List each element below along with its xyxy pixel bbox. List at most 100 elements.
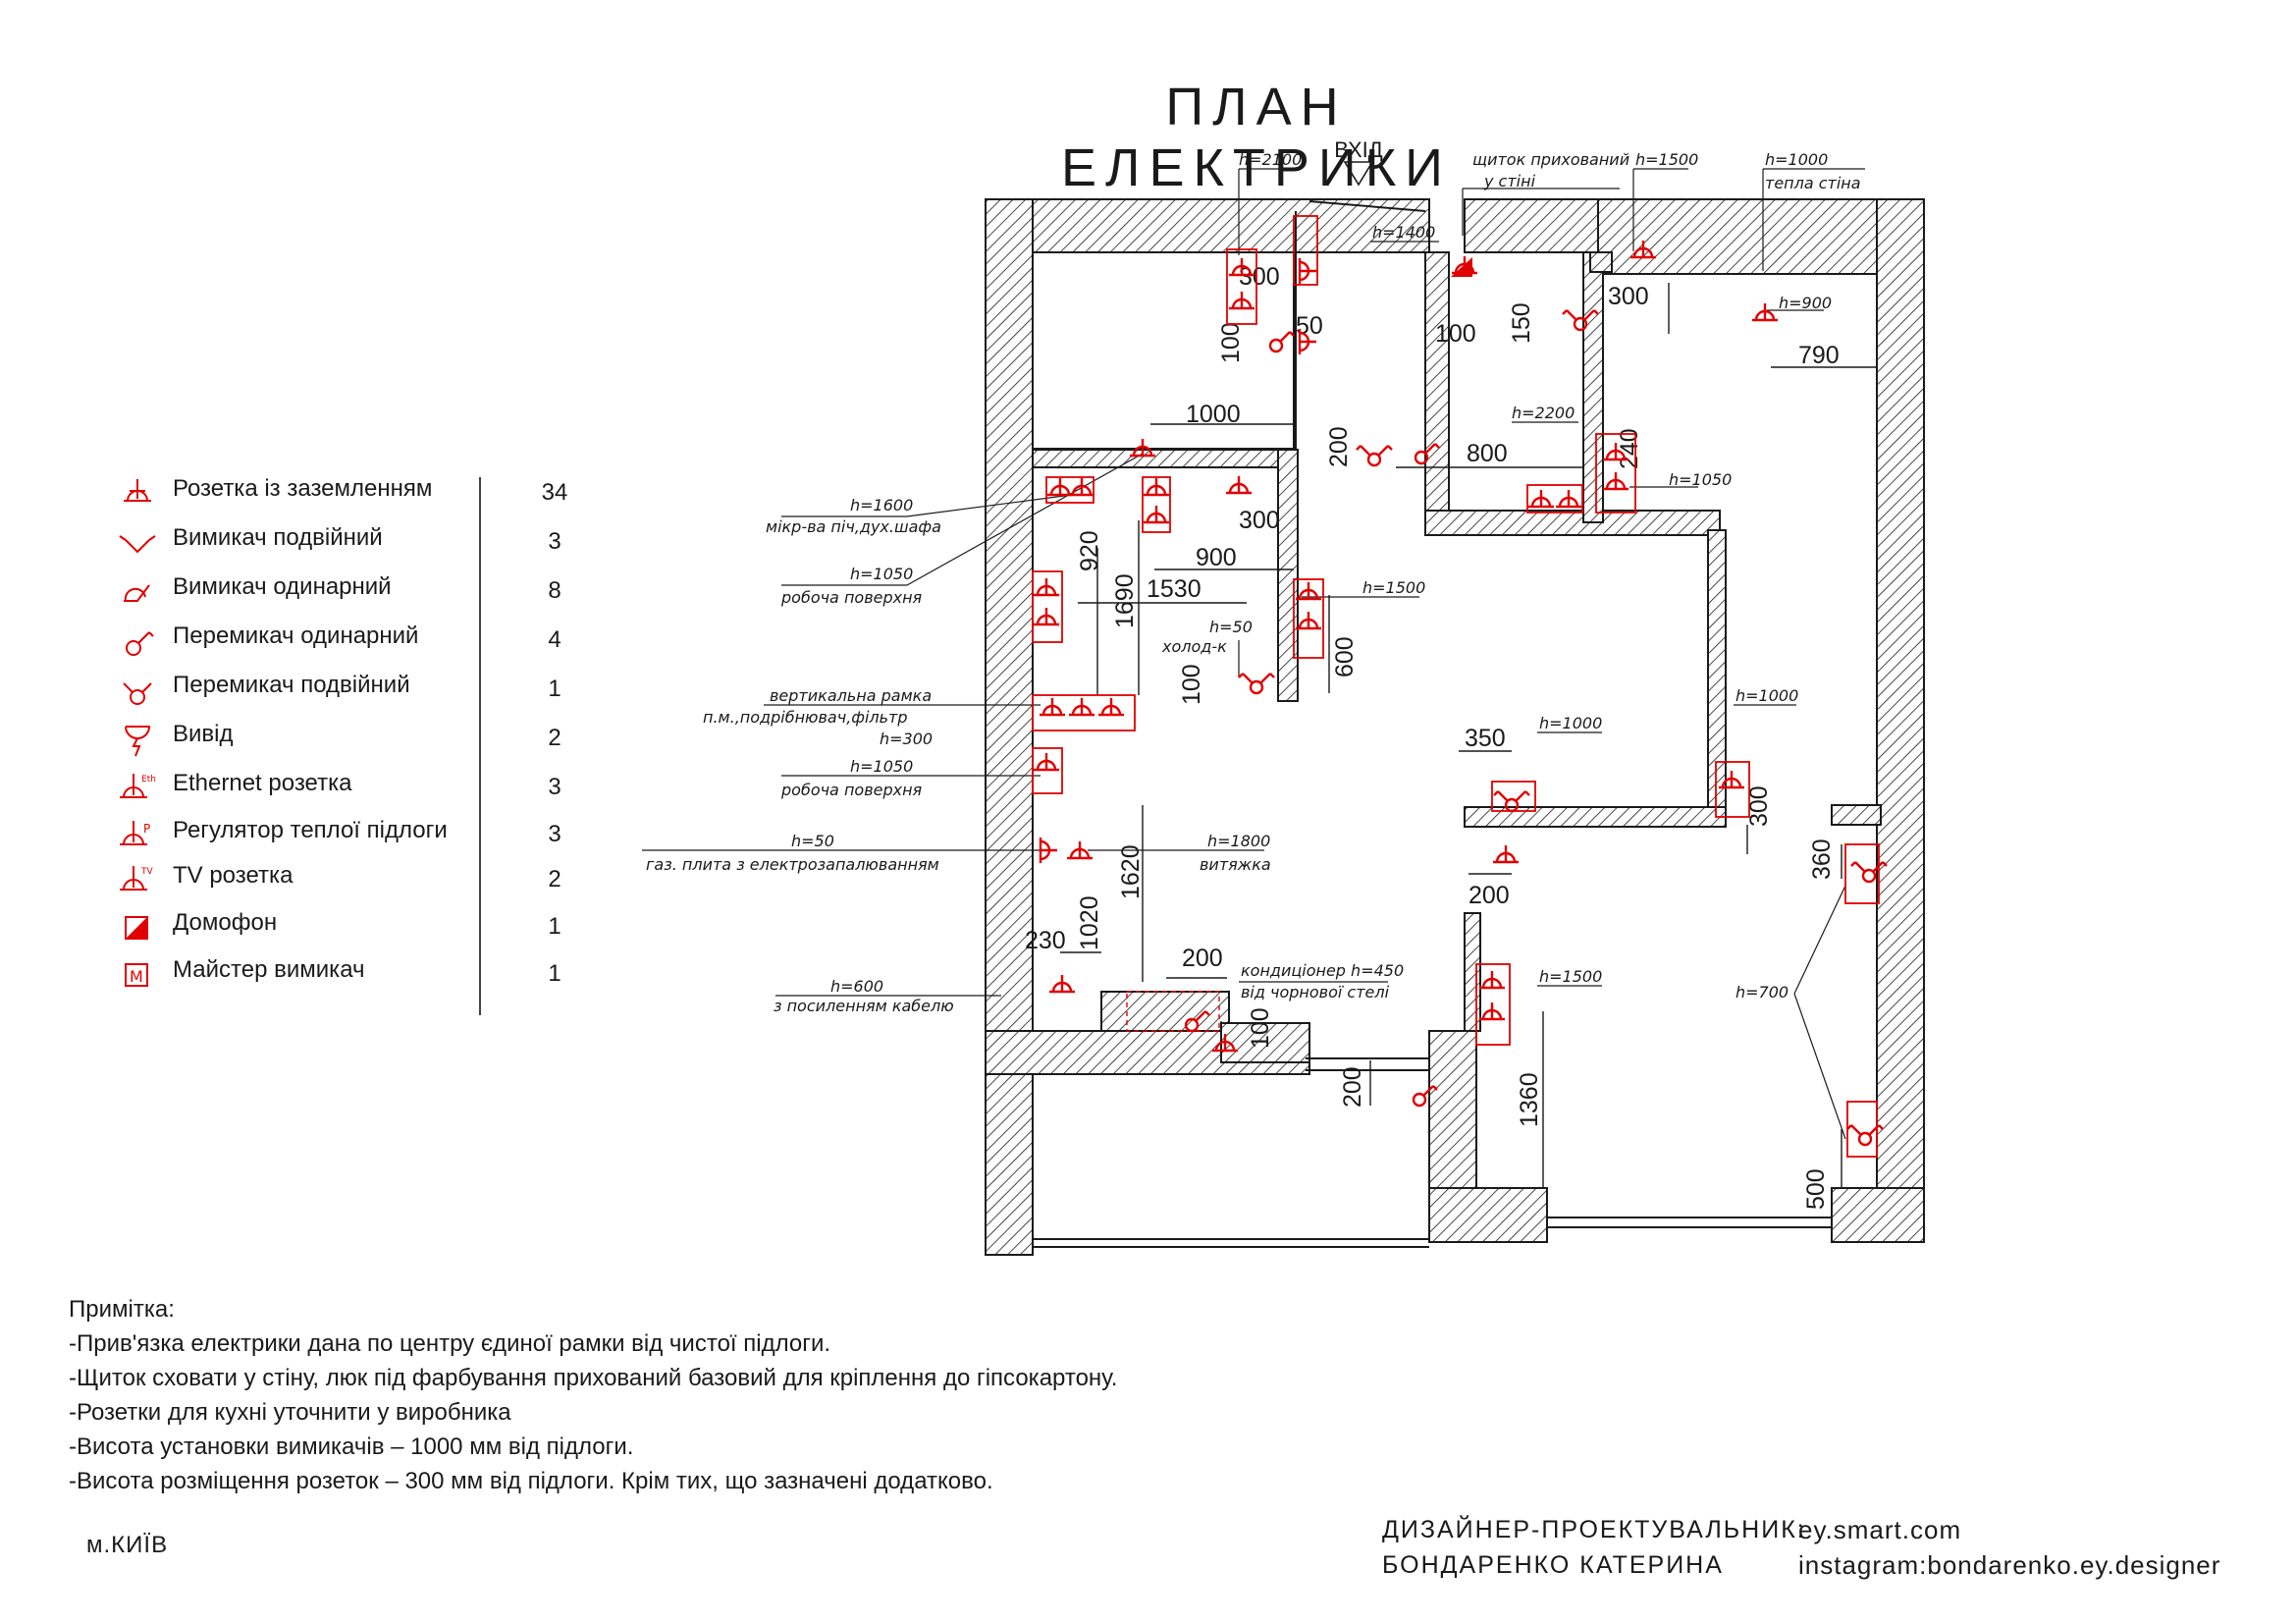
legend-label: Розетка із заземленням — [173, 475, 433, 502]
annotation-vframe: вертикальна рамка — [770, 686, 932, 705]
dimension-lines — [1060, 283, 1877, 1188]
dim-200: 200 — [1325, 426, 1353, 467]
legend-label: TV розетка — [173, 862, 294, 889]
annotation-hood: витяжка — [1200, 855, 1271, 874]
legend-label: Домофон — [173, 909, 278, 936]
dim-900: 900 — [1196, 544, 1237, 571]
dim-100b: 100 — [1435, 320, 1476, 348]
annotation-cable: з посиленням кабелю — [774, 997, 954, 1015]
legend-label: Перемикач подвійний — [173, 672, 410, 698]
legend-count: 8 — [548, 577, 561, 604]
dim-790: 790 — [1798, 342, 1840, 369]
dim-100: 100 — [1217, 322, 1245, 363]
note-line: -Висота установки вимикачів – 1000 мм ві… — [69, 1434, 634, 1460]
legend-label: Вимикач подвійний — [173, 524, 383, 551]
legend-label: Ethernet розетка — [173, 770, 352, 796]
legend-row-grounded-socket: Розетка із заземленням 34 — [108, 469, 579, 516]
dim-500: 500 — [1802, 1168, 1830, 1210]
annotation-fridge: холод-к — [1161, 637, 1227, 656]
annotation-panel: щиток прихований — [1472, 150, 1629, 169]
annotation-h1800: h=1800 — [1207, 832, 1270, 850]
legend-row-outlet-lead: Вивід 2 — [108, 715, 579, 762]
annotation-h600: h=600 — [830, 977, 883, 996]
svg-text:P: P — [143, 822, 150, 836]
note-line: -Щиток сховати у стіну, люк під фарбуван… — [69, 1365, 1118, 1391]
legend-count: 3 — [548, 821, 561, 847]
legend-count: 1 — [548, 676, 561, 702]
annotation-panel-2: у стіні — [1483, 172, 1536, 190]
legend-count: 4 — [548, 626, 561, 653]
legend-row-double-toggle: Перемикач подвійний 1 — [108, 666, 579, 713]
annotation-h1500: h=1500 — [1635, 150, 1698, 169]
note-line: -Висота розміщення розеток – 300 мм від … — [69, 1468, 993, 1494]
legend-row-floor-heating: P Регулятор теплої підлоги 3 — [108, 811, 579, 858]
dimension-labels: 300 100 50 1000 100 150 300 790 200 800 … — [1025, 263, 1840, 1210]
annotation-vframe-2: п.м.,подрібнювач,фільтр — [703, 708, 908, 727]
dim-1530: 1530 — [1147, 575, 1201, 603]
annotation-gas: газ. плита з електрозапалюванням — [646, 855, 939, 874]
annotation-h50: h=50 — [1209, 618, 1253, 636]
legend-divider — [479, 477, 481, 1015]
note-line: -Прив'язка електрики дана по центру єдин… — [69, 1330, 831, 1357]
annotation-warm-wall: тепла стіна — [1765, 174, 1861, 192]
dim-800: 800 — [1467, 440, 1508, 467]
contact-block: ey.smart.com instagram:bondarenko.ey.des… — [1798, 1512, 2220, 1583]
walls — [985, 198, 1925, 1256]
single-switch-icon — [124, 584, 150, 602]
floor-heating-regulator-icon: P — [120, 821, 150, 845]
dim-1620: 1620 — [1117, 844, 1145, 899]
dim-1020: 1020 — [1076, 895, 1103, 950]
designer-role: ДИЗАЙНЕР-ПРОЕКТУВАЛЬНИК: — [1382, 1516, 1806, 1543]
legend-row-single-switch: Вимикач одинарний 8 — [108, 568, 579, 615]
annotation-ac: кондиціонер h=450 — [1241, 961, 1404, 980]
legend-count: 3 — [548, 528, 561, 555]
annotation-h300: h=300 — [880, 730, 933, 748]
grounded-socket-icon — [124, 479, 151, 502]
room-outlines — [1032, 200, 1832, 1248]
dim-200d: 200 — [1339, 1066, 1366, 1108]
annotation-worktop: робоча поверхня — [780, 588, 923, 607]
annotation-h700: h=700 — [1735, 983, 1789, 1001]
legend-row-ethernet: Eth Ethernet розетка 3 — [108, 764, 579, 811]
annotation-ac-2: від чорнової стелі — [1241, 983, 1390, 1001]
dim-150: 150 — [1508, 302, 1535, 344]
dim-200c: 200 — [1182, 945, 1223, 972]
electrical-symbols — [1032, 215, 1889, 1158]
legend-row-master-switch: M Майстер вимикач 1 — [108, 950, 579, 998]
note-line: -Розетки для кухні уточнити у виробника — [69, 1399, 511, 1426]
annotation-h1500b: h=1500 — [1362, 578, 1425, 597]
legend-label: Вимикач одинарний — [173, 573, 392, 600]
svg-text:Eth: Eth — [141, 775, 156, 784]
legend-count: 34 — [541, 479, 568, 506]
legend-label: Регулятор теплої підлоги — [173, 817, 448, 843]
legend-row-tv: TV TV розетка 2 — [108, 856, 579, 903]
legend: Розетка із заземленням 34 Вимикач подвій… — [108, 469, 579, 1019]
dim-300b: 300 — [1608, 283, 1649, 310]
dim-100c: 100 — [1178, 664, 1205, 705]
annotation-h1000b: h=1000 — [1539, 714, 1602, 732]
annotation-h1050c: h=1050 — [850, 757, 913, 776]
dim-300c: 300 — [1239, 507, 1280, 534]
double-toggle-switch-icon — [123, 682, 152, 705]
single-toggle-switch-icon — [126, 631, 154, 656]
master-switch-icon: M — [125, 963, 148, 987]
svg-text:TV: TV — [140, 867, 153, 877]
notes-heading: Примітка: — [69, 1296, 175, 1323]
height-annotations: h=2100 щиток прихований у стіні h=1500 h… — [642, 150, 1865, 1140]
annotation-h1050: h=1050 — [1669, 470, 1732, 489]
dim-200b: 200 — [1468, 882, 1510, 909]
designer-block: ДИЗАЙНЕР-ПРОЕКТУВАЛЬНИК: БОНДАРЕНКО КАТЕ… — [1382, 1512, 1806, 1583]
annotation-h1050b: h=1050 — [850, 565, 913, 583]
annotation-h900: h=900 — [1779, 294, 1832, 312]
dim-920: 920 — [1076, 530, 1103, 571]
annotation-h2200: h=2200 — [1512, 404, 1575, 422]
annotation-h1000c: h=1000 — [1735, 686, 1798, 705]
annotation-microwave: мікр-ва піч,дух.шафа — [766, 517, 941, 536]
dim-1360: 1360 — [1516, 1072, 1543, 1127]
contact-instagram: instagram:bondarenko.ey.designer — [1798, 1550, 2221, 1580]
dim-1690: 1690 — [1111, 573, 1139, 628]
legend-label: Майстер вимикач — [173, 956, 365, 983]
dim-350: 350 — [1465, 725, 1506, 752]
intercom-icon — [125, 916, 148, 940]
